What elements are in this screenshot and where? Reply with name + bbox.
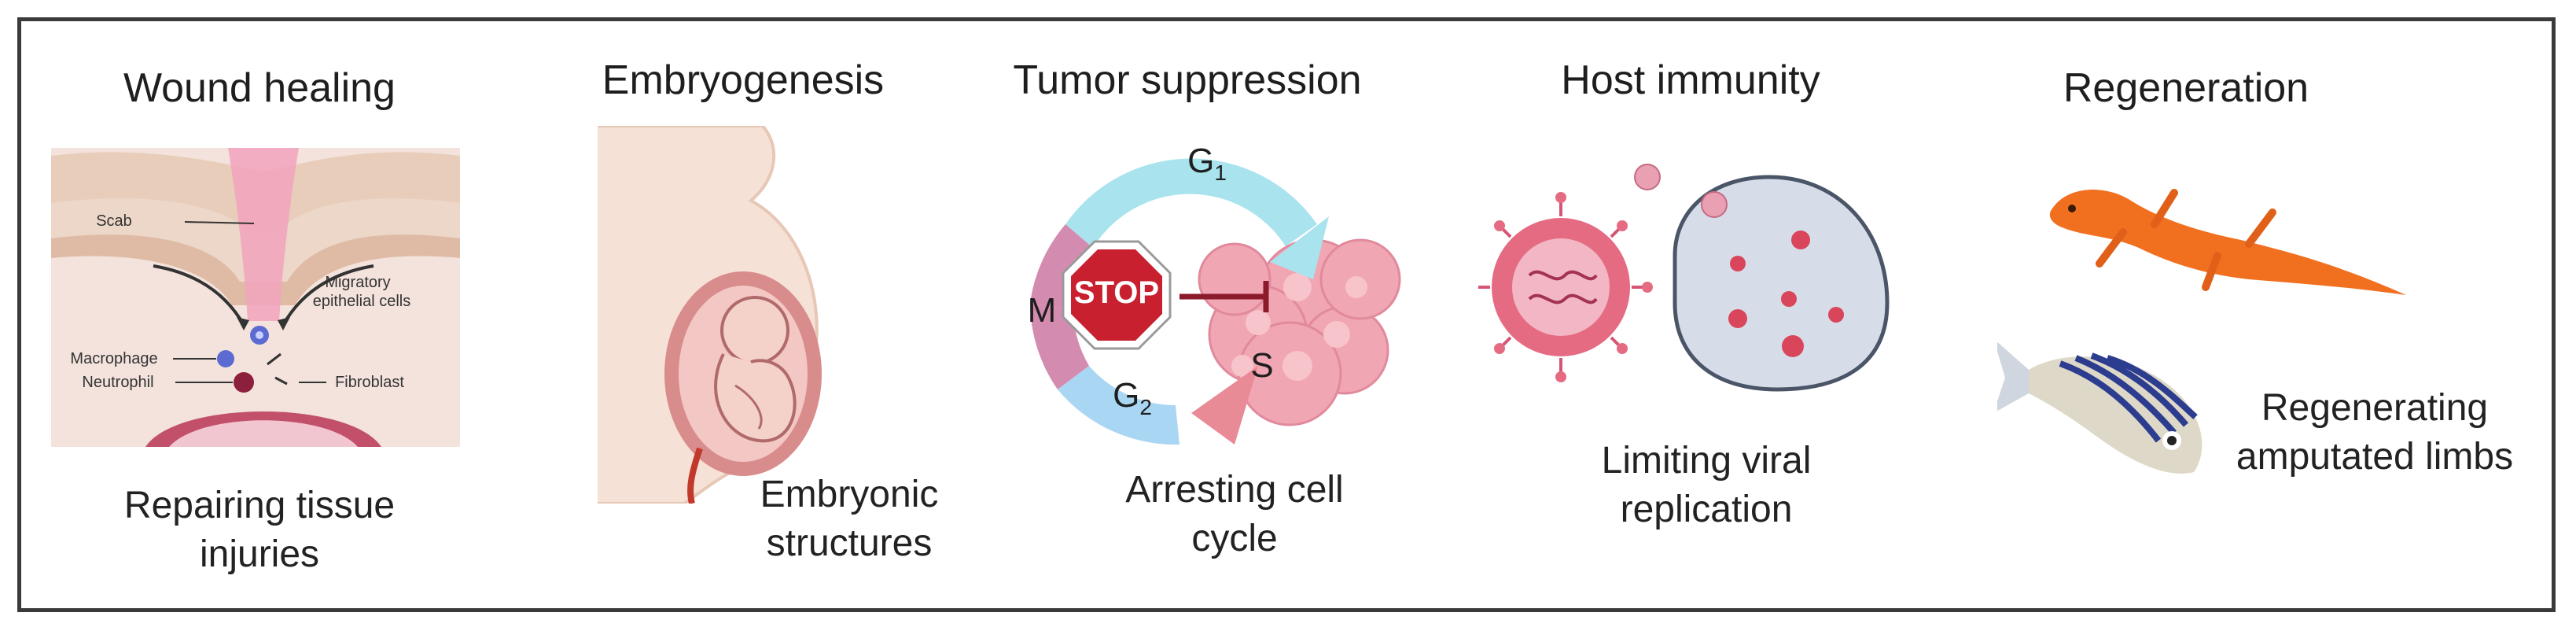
label-migratory-line2: epithelial cells bbox=[312, 293, 411, 310]
panel-title-host-immunity: Host immunity bbox=[1561, 57, 1820, 103]
caption-wound-healing-line2: injuries bbox=[199, 533, 320, 575]
phase-g2-subscript: 2 bbox=[1139, 394, 1152, 419]
caption-host-immunity-line2: replication bbox=[1620, 489, 1793, 530]
panel-title-regeneration: Regeneration bbox=[2063, 65, 2309, 111]
phase-g2-letter: G bbox=[1113, 376, 1140, 415]
caption-embryogenesis-line1: Embryonic bbox=[760, 474, 939, 515]
label-migratory-line1: Migratory bbox=[325, 274, 391, 291]
label-macrophage: Macrophage bbox=[70, 350, 158, 367]
phase-g1-letter: G bbox=[1187, 142, 1215, 180]
phase-s-label: S bbox=[1250, 346, 1274, 385]
skin-cross-section-illustration bbox=[51, 148, 460, 447]
panel-title-tumor-suppression: Tumor suppression bbox=[1013, 57, 1362, 103]
phase-m-label: M bbox=[1027, 291, 1057, 330]
caption-wound-healing-line1: Repairing tissue bbox=[123, 485, 396, 526]
phase-g1-label: G1 bbox=[1179, 142, 1235, 186]
pregnant-silhouette-illustration bbox=[598, 126, 822, 504]
caption-regeneration-line2: amputated limbs bbox=[2236, 436, 2514, 478]
stop-sign-label: STOP bbox=[1073, 275, 1160, 310]
label-neutrophil: Neutrophil bbox=[82, 374, 154, 391]
caption-tumor-suppression-line1: Arresting cell bbox=[1125, 469, 1344, 511]
zebrafish-illustration bbox=[1997, 341, 2202, 474]
label-scab: Scab bbox=[96, 212, 132, 230]
caption-embryogenesis-line2: structures bbox=[766, 522, 933, 564]
label-fibroblast: Fibroblast bbox=[335, 374, 404, 391]
phase-g2-label: G2 bbox=[1105, 376, 1160, 420]
caption-host-immunity-line1: Limiting viral bbox=[1601, 440, 1812, 482]
caption-regeneration-line1: Regenerating bbox=[2261, 387, 2489, 429]
cell-cycle-illustration bbox=[1030, 158, 1401, 445]
panel-title-embryogenesis: Embryogenesis bbox=[602, 57, 885, 103]
phase-g1-subscript: 1 bbox=[1214, 160, 1227, 185]
virus-host-cell-illustration bbox=[1478, 164, 1890, 392]
newt-illustration bbox=[2049, 189, 2406, 295]
panel-title-wound-healing: Wound healing bbox=[123, 65, 396, 111]
caption-tumor-suppression-line2: cycle bbox=[1191, 518, 1278, 559]
